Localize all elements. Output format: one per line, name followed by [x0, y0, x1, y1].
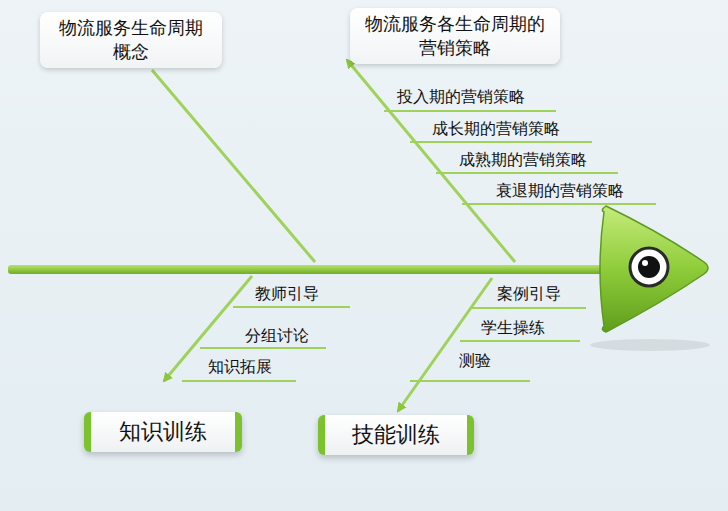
bone [152, 70, 315, 262]
bone-label: 知识拓展 [208, 357, 272, 377]
bone-label: 学生操练 [481, 318, 545, 338]
bone-label: 案例引导 [497, 284, 561, 304]
box-text: 物流服务各生命周期的营销策略 [362, 12, 548, 60]
spine [8, 265, 608, 274]
eye-highlight [642, 260, 648, 266]
fish-pupil [638, 256, 660, 278]
box-text: 知识训练 [119, 418, 207, 446]
fish-head [600, 206, 708, 332]
fish-eye [630, 248, 668, 286]
sub-bone [472, 307, 586, 309]
sub-bone [200, 347, 326, 349]
sub-bone [384, 110, 556, 112]
sub-bone [460, 340, 580, 342]
topic-box: 物流服务各生命周期的营销策略 [350, 8, 560, 64]
training-box: 知识训练 [84, 412, 242, 452]
bone-label: 衰退期的营销策略 [496, 181, 624, 201]
sub-bone [410, 141, 592, 143]
sub-bone [182, 380, 296, 382]
sub-bone [436, 172, 618, 174]
bone-label: 教师引导 [255, 284, 319, 304]
box-text: 物流服务生命周期概念 [52, 16, 210, 64]
bone-label: 测验 [459, 351, 491, 371]
head-shadow [590, 339, 710, 351]
sub-bone [462, 203, 656, 205]
bone-label: 投入期的营销策略 [397, 87, 525, 107]
bone-label: 分组讨论 [245, 326, 309, 346]
sub-bone [410, 380, 530, 382]
training-box: 技能训练 [318, 415, 474, 455]
topic-box: 物流服务生命周期概念 [40, 12, 222, 68]
bone-label: 成长期的营销策略 [432, 119, 560, 139]
box-text: 技能训练 [352, 421, 440, 449]
bone [398, 278, 492, 411]
bone-label: 成熟期的营销策略 [459, 150, 587, 170]
sub-bone [233, 306, 350, 308]
